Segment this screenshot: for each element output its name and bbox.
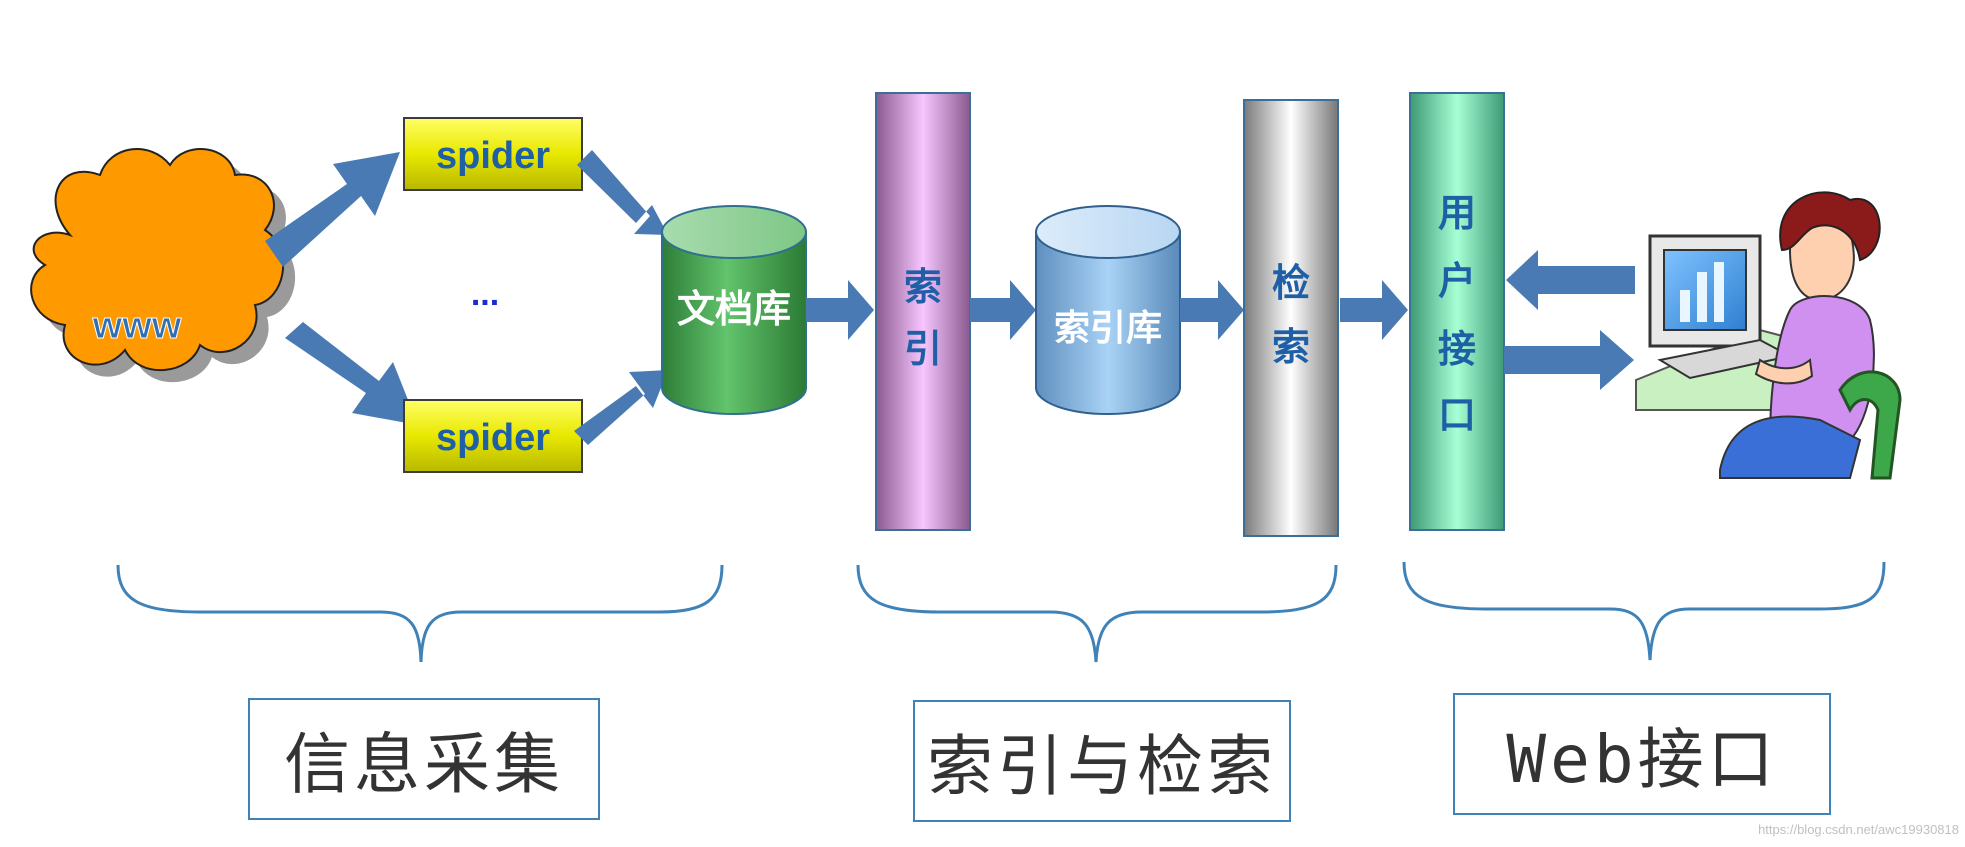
brace-web (1402, 561, 1886, 661)
arrow-search-to-ui (1340, 280, 1408, 340)
stage-label-collect: 信息采集 (248, 698, 600, 820)
ui-char-2: 户 (1438, 259, 1476, 303)
doc-db-cylinder: 文档库 (661, 205, 807, 415)
doc-db-label: 文档库 (677, 287, 791, 331)
ui-char-4: 口 (1438, 393, 1476, 437)
arrow-user-to-ui (1506, 250, 1635, 310)
www-label: www (92, 305, 182, 347)
arrow-ui-to-user (1504, 330, 1634, 390)
stage-label-web: Web接口 (1453, 693, 1831, 815)
ellipsis-label: ... (471, 275, 499, 313)
index-char-1: 索 (904, 265, 942, 309)
arrow-indexdb-to-search (1180, 280, 1244, 340)
arrow-cloud-to-spider-top (265, 152, 400, 267)
spider-top-box: spider (403, 117, 583, 191)
brace-index-search (856, 564, 1338, 663)
stage-label-index-search: 索引与检索 (913, 700, 1291, 822)
brace-collect (116, 564, 724, 663)
source-watermark: https://blog.csdn.net/awc19930818 (1758, 822, 1959, 837)
ui-char-3: 接 (1438, 327, 1476, 371)
spider-top-label: spider (436, 135, 550, 177)
search-char-1: 检 (1272, 261, 1310, 305)
index-db-label: 索引库 (1054, 308, 1162, 349)
search-bar: 检 索 (1243, 99, 1339, 537)
arrow-spider-bottom-to-docdb (574, 370, 668, 445)
www-cloud: www (30, 148, 296, 383)
user-at-computer-icon (1635, 191, 1902, 480)
ui-char-1: 用 (1438, 191, 1476, 235)
index-db-cylinder: 索引库 (1035, 205, 1181, 415)
spider-bottom-box: spider (403, 399, 583, 473)
index-char-2: 引 (904, 327, 942, 371)
arrow-cloud-to-spider-bottom (285, 322, 418, 425)
cloud-shape (30, 148, 284, 372)
spider-bottom-label: spider (436, 417, 550, 459)
user-interface-bar: 用 户 接 口 (1409, 92, 1505, 531)
index-bar: 索 引 (875, 92, 971, 531)
arrow-spider-top-to-docdb (577, 150, 668, 235)
arrow-index-to-indexdb (970, 280, 1036, 340)
arrow-docdb-to-index (806, 280, 874, 340)
search-char-2: 索 (1272, 325, 1310, 369)
